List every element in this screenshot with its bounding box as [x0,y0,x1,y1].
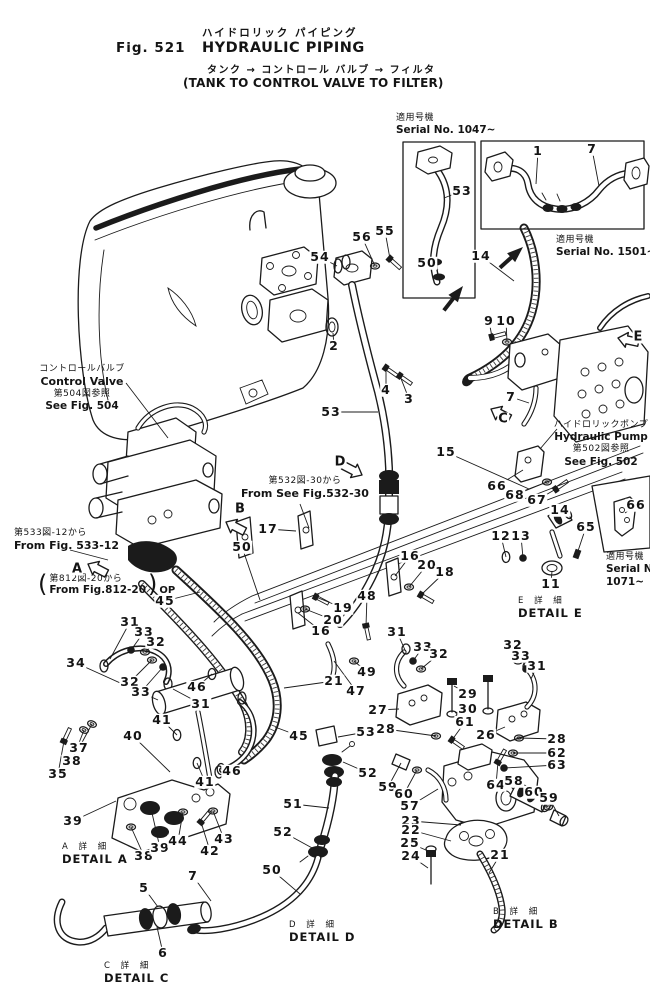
serial-1047-jp: 適用号機 [396,113,435,123]
from-fig-812-jp: 第812図-20から [49,574,123,584]
subtitle-english: (TANK TO CONTROL VALVE TO FILTER) [183,76,444,90]
hydraulic-pump-body [553,293,650,443]
detail-d-assembly [187,725,355,935]
from-fig-812-en: From Fig.812-20 [49,584,147,596]
title-japanese: ハイドロリック パイピング [202,27,358,39]
serial-1071-annotation: 適用号機 Serial No. 1071~ [606,552,650,590]
hose-45 [171,565,282,765]
inset-box-serial-1071 [591,475,650,553]
control-valve-assembly [88,402,223,573]
subtitle-japanese: タンク → コントロール バルブ → フィルタ [207,65,436,76]
view-arrow-glyph-B [225,518,248,536]
serial-1047-annotation: 適用号機 Serial No. 1047~ [396,113,495,137]
from-fig-532-jp: 第532図-30から [268,476,342,486]
hose-21 [138,580,253,756]
annotation-leaders [69,382,558,561]
pipe-53 [336,281,399,628]
serial-1501-jp: 適用号機 [556,235,595,245]
serial-1071-jp: 適用号機 [606,552,645,562]
from-fig-532-annotation: 第532図-30から From See Fig.532-30 [240,476,370,501]
hydraulic-pump-ref-jp: 第502図参照 [572,444,630,455]
detail-a-assembly [99,645,257,853]
hardware-glyphs [59,254,582,831]
title-english: HYDRAULIC PIPING [202,40,365,56]
hose-14 [462,223,541,387]
hydraulic-pump-ref-en: See Fig. 502 [564,455,638,468]
control-valve-ref-jp: 第504図参照 [53,389,111,399]
serial-1501-annotation: 適用号機 Serial No. 1501~ [556,235,650,259]
inset-box-serial-1047 [402,141,476,299]
figure-number: Fig. 521 [116,40,186,56]
from-fig-533-annotation: 第533図-12から From Fig. 533-12 [14,528,119,553]
op-flag: OP [159,585,176,596]
serial-1501-en: Serial No. 1501~ [556,246,650,259]
serial-1071-en-line1: Serial No. [606,563,650,576]
detail-b-assembly [391,643,569,934]
paren-open: ( [38,569,48,598]
control-valve-en: Control Valve [40,375,124,389]
hydraulic-tank [77,160,337,441]
hydraulic-pump-annotation: ハイドロリックポンプ Hydraulic Pump 第502図参照 See Fi… [552,420,650,469]
from-fig-532-en: From See Fig.532-30 [241,487,369,501]
detail-c-assembly [53,898,212,946]
from-fig-533-jp: 第533図-12から [14,528,87,538]
inset-box-serial-1501 [480,140,650,230]
view-arrow-glyph-C [490,405,513,423]
control-valve-jp: コントロールバルブ [39,364,125,374]
hydraulic-pump-jp: ハイドロリックポンプ [553,420,649,430]
view-arrow-glyph-A [87,560,110,578]
from-fig-533-en: From Fig. 533-12 [14,539,120,553]
tank-outlet-fittings [259,246,373,343]
serial-1071-en-line2: 1071~ [606,576,645,589]
control-valve-annotation: コントロールバルブ Control Valve 第504図参照 See Fig.… [30,364,134,413]
serial-1047-en: Serial No. 1047~ [396,124,496,137]
paren-close: ) [148,569,158,598]
from-fig-812-annotation: ( 第812図-20から From Fig.812-20 ) OP [38,569,176,598]
pipe-bundle [211,445,644,637]
control-valve-ref-en: See Fig. 504 [45,400,119,413]
pump-inlet-fittings [467,333,563,427]
hydraulic-pump-en: Hydraulic Pump [554,431,648,444]
assembly-arrows [442,247,523,312]
